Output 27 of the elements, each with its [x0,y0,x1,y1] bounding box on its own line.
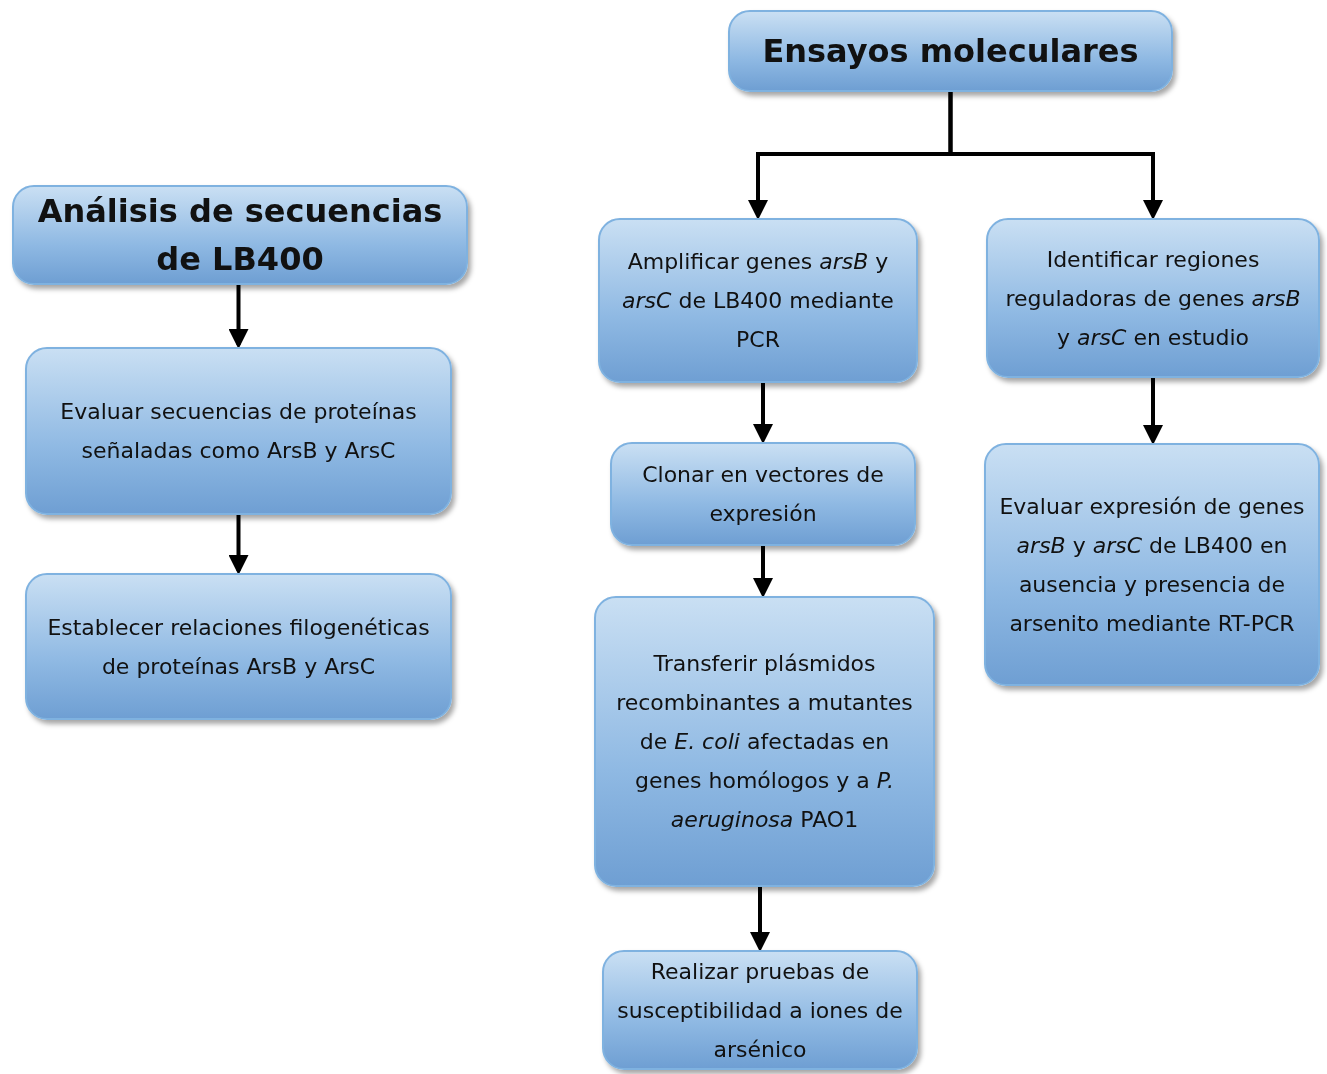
box-text: Evaluar expresión de genes arsB y arsC de LB400 en ausencia y presencia de arsenito mediante RT-PCR [998,492,1306,638]
process-box [728,10,1173,92]
box-text: Clonar en vectores de expresión [641,461,885,528]
process-box [25,573,452,720]
box-text: Transferir plásmidos recombinantes a mutantes de E. coli afectadas en genes homólogos y a P. aeruginosa PAO1 [615,650,914,834]
box-heading: Ensayos moleculares [762,31,1139,72]
arrow [228,515,249,575]
arrow [228,285,249,349]
box-text: Amplificar genes arsB y arsC de LB400 mediante PCR [621,248,895,354]
process-box [602,950,918,1070]
process-box [986,218,1320,378]
box-text: Evaluar secuencias de proteínas señaladas como ArsB y ArsC [59,398,418,465]
process-box [610,442,916,546]
process-box [984,443,1320,686]
box-text: Establecer relaciones filogenéticas de proteínas ArsB y ArsC [46,613,431,681]
box-text: Identificar regiones reguladoras de genes arsB y arsC en estudio [1004,245,1302,352]
arrow [750,887,770,952]
process-box [594,596,935,887]
process-box [25,347,452,515]
arrow [753,546,773,598]
box-heading: Análisis de secuencias de LB400 [36,191,444,280]
process-box [12,185,468,285]
arrow [948,92,1163,220]
arrow [1143,378,1163,445]
box-text: Realizar pruebas de susceptibilidad a iones de arsénico [616,957,904,1064]
arrow [753,383,773,444]
process-box [598,218,918,383]
